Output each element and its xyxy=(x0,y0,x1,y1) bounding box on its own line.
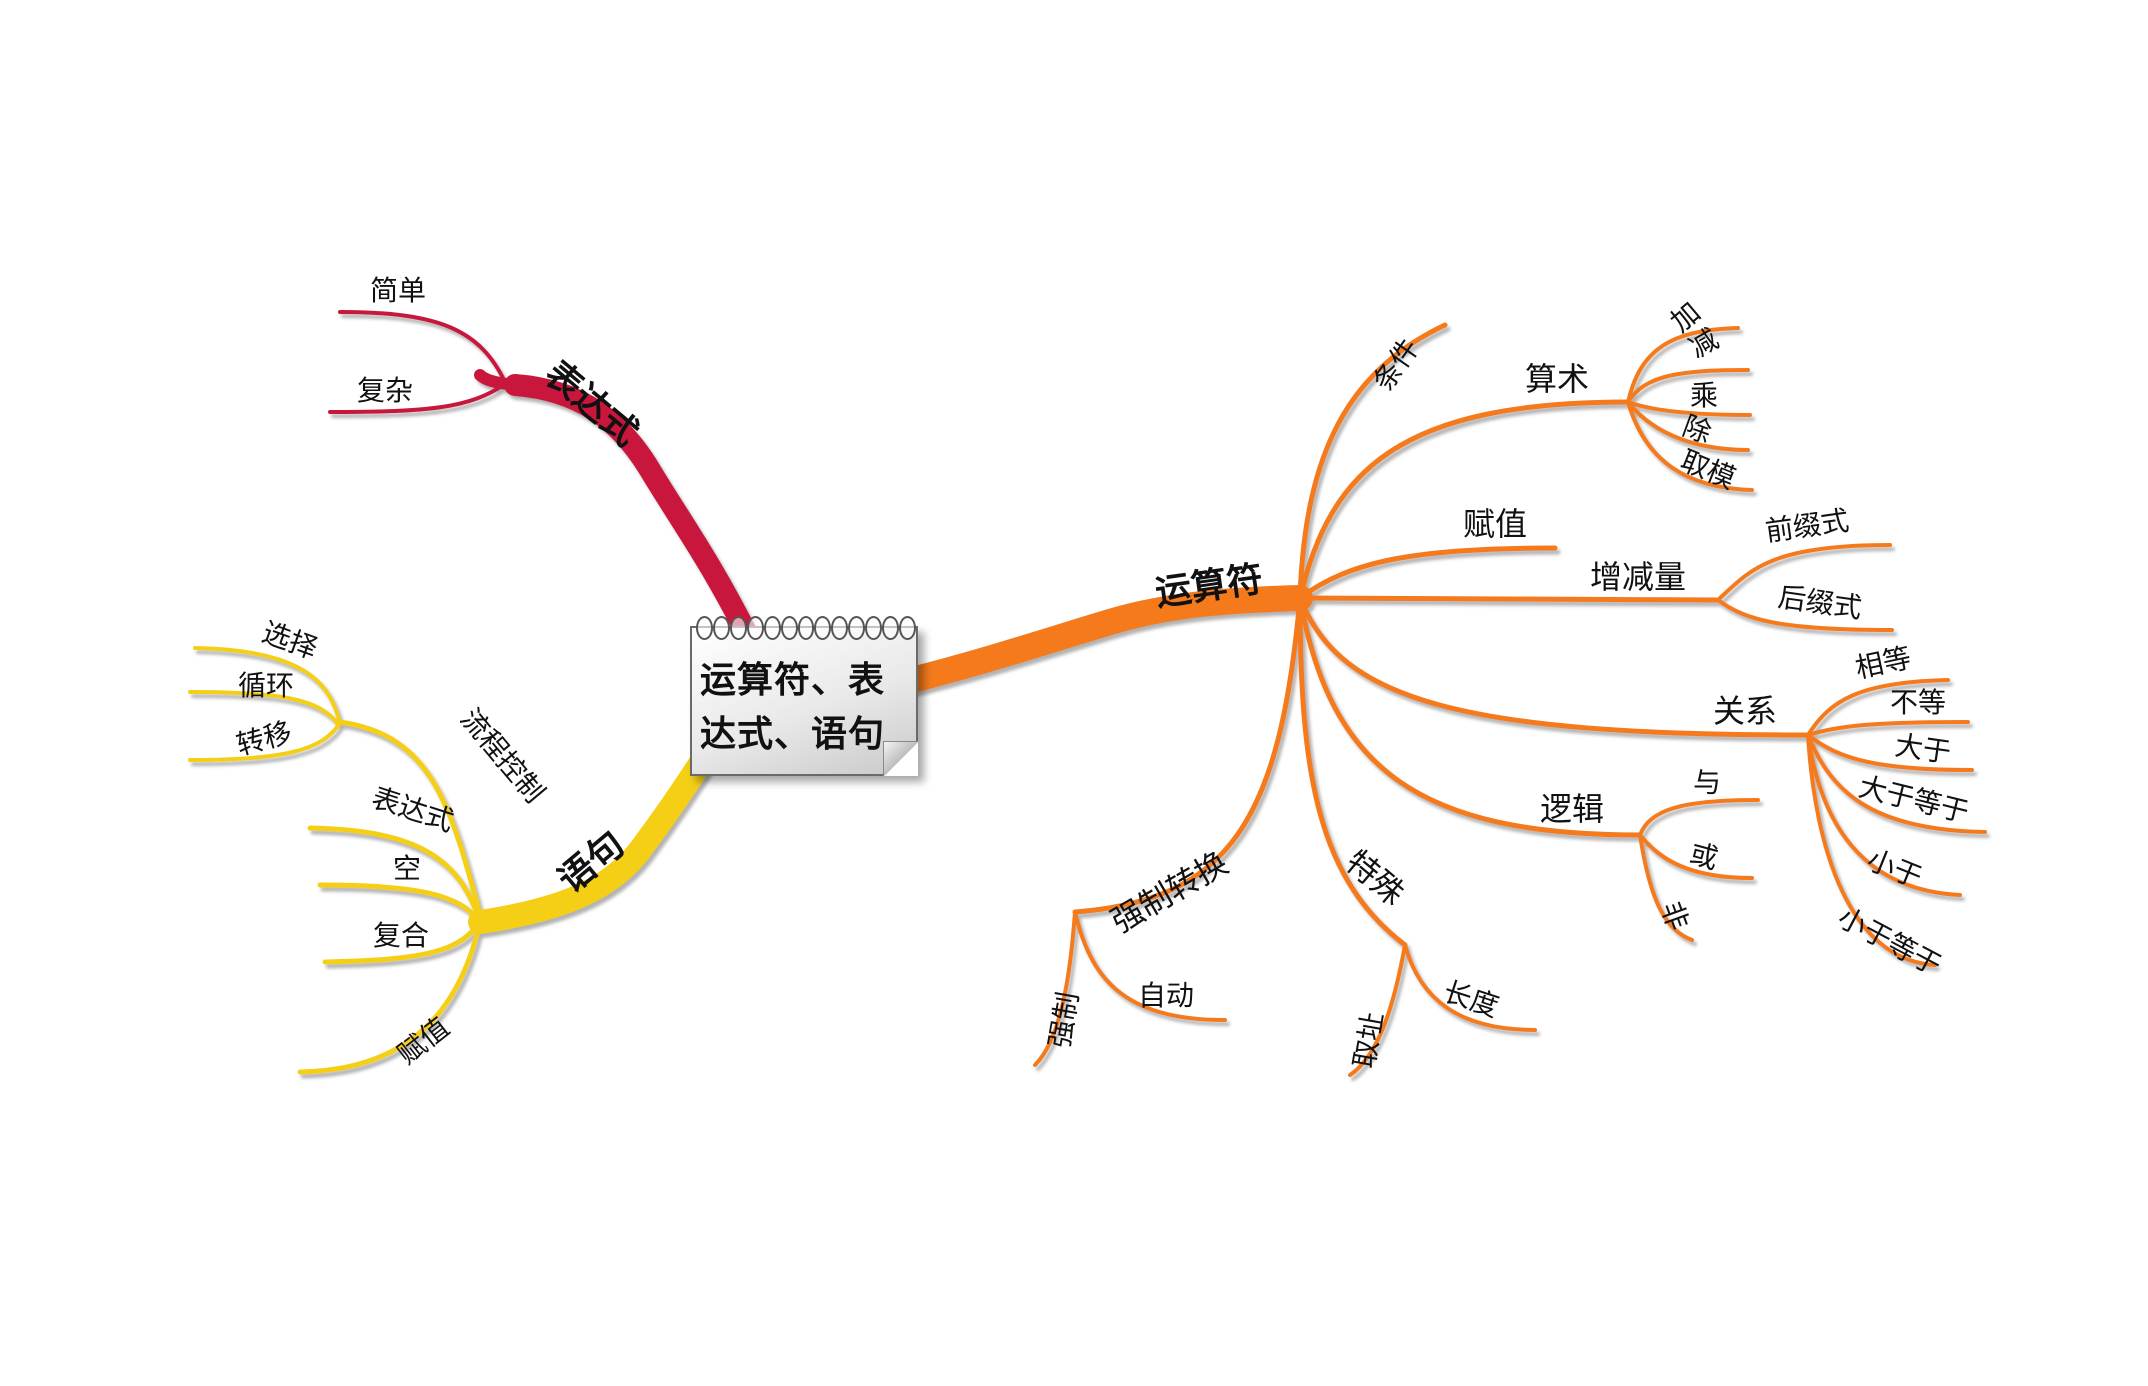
label-op-rel: 关系 xyxy=(1713,692,1777,730)
expr-edge-simple xyxy=(338,310,507,384)
label-cast-force: 强制 xyxy=(1043,990,1085,1051)
page-curl-icon xyxy=(883,741,918,776)
label-op-incdec: 增减量 xyxy=(1590,558,1686,596)
labels: 表达式 简单 复杂 语句 流程控制 选择 循环 转移 表达式 空 复合 赋值 运… xyxy=(233,274,1972,1071)
arith-edge-mul xyxy=(1626,400,1752,417)
stmt-trunk xyxy=(468,736,722,934)
arith-edge-mod xyxy=(1626,400,1754,492)
label-rel-eq: 相等 xyxy=(1852,641,1914,685)
label-logic-or: 或 xyxy=(1686,837,1722,876)
op-trunk xyxy=(899,585,1313,693)
label-arith-mul: 乘 xyxy=(1690,379,1718,412)
label-op-special: 特殊 xyxy=(1339,843,1412,913)
label-expression: 表达式 xyxy=(537,354,646,455)
branch-expression xyxy=(328,310,761,651)
flow-edge-transfer xyxy=(188,724,340,762)
op-edge-assign xyxy=(1297,545,1558,601)
flow-edge-loop xyxy=(188,690,340,726)
label-stmt-compound: 复合 xyxy=(373,919,429,952)
op-edge-incdec xyxy=(1297,595,1721,603)
label-special-len: 长度 xyxy=(1439,975,1502,1024)
label-cast-auto: 自动 xyxy=(1138,979,1194,1012)
label-op-cast: 强制转换 xyxy=(1104,844,1234,941)
label-expr-simple: 简单 xyxy=(370,274,426,307)
logic-edge-or xyxy=(1638,833,1754,880)
special-edge-addr xyxy=(1348,943,1407,1077)
rel-edge-ne xyxy=(1806,720,1970,737)
central-topic-card[interactable]: 运算符、表达式、语句 xyxy=(690,616,918,776)
central-topic-title: 运算符、表达式、语句 xyxy=(700,660,886,755)
op-edge-rel xyxy=(1297,595,1811,738)
label-expr-complex: 复杂 xyxy=(357,374,413,407)
label-rel-ge: 大于等于 xyxy=(1855,770,1972,829)
label-arith-mod: 取模 xyxy=(1676,444,1740,496)
stmt-edge-expr xyxy=(307,825,483,925)
label-flow-control: 流程控制 xyxy=(454,702,551,809)
label-op-arith: 算术 xyxy=(1525,360,1589,398)
label-flow-loop: 循环 xyxy=(238,669,294,702)
label-stmt-empty: 空 xyxy=(393,852,421,885)
label-stmt-expression: 表达式 xyxy=(368,781,458,838)
label-rel-lt: 小于 xyxy=(1862,843,1926,895)
spiral-binding xyxy=(696,616,916,640)
label-rel-le: 小于等于 xyxy=(1833,901,1947,983)
cast-edge-force xyxy=(1033,910,1077,1067)
label-op-assign: 赋值 xyxy=(1463,505,1527,543)
cast-edge-auto xyxy=(1073,910,1227,1022)
label-rel-ne: 不等 xyxy=(1890,686,1946,719)
rel-edge-lt xyxy=(1806,733,1962,897)
op-trunk-thin xyxy=(1106,593,1304,622)
arith-edge-add xyxy=(1626,326,1740,404)
label-logic-not: 非 xyxy=(1654,897,1695,935)
special-edge-len xyxy=(1403,943,1537,1032)
stmt-edge-empty xyxy=(317,882,483,925)
incdec-edge-prefix xyxy=(1716,543,1892,602)
arith-edge-sub xyxy=(1626,368,1750,404)
logic-edge-not xyxy=(1638,833,1694,942)
label-rel-gt: 大于 xyxy=(1893,729,1953,769)
expr-edge-complex xyxy=(328,382,507,414)
op-edge-logic xyxy=(1297,595,1643,838)
label-op-logic: 逻辑 xyxy=(1540,790,1604,828)
branch-statement xyxy=(188,646,722,1075)
label-special-addr: 取址 xyxy=(1348,1010,1390,1071)
stmt-edge-assign xyxy=(297,919,483,1075)
stmt-edge-compound xyxy=(322,919,483,965)
rel-edge-le xyxy=(1806,733,1937,967)
label-incdec-suffix: 后缀式 xyxy=(1776,580,1864,624)
rel-edge-eq xyxy=(1806,678,1950,737)
label-stmt-assign: 赋值 xyxy=(391,1010,455,1070)
op-edge-cond xyxy=(1297,322,1448,601)
label-incdec-prefix: 前缀式 xyxy=(1763,504,1851,548)
logic-edge-and xyxy=(1638,798,1760,837)
rel-edge-ge xyxy=(1806,733,1987,834)
label-logic-and: 与 xyxy=(1693,766,1721,799)
arith-edge-div xyxy=(1626,400,1750,452)
op-edge-special xyxy=(1297,595,1408,948)
rel-edge-gt xyxy=(1806,733,1974,772)
op-edge-cast xyxy=(1072,595,1303,915)
incdec-edge-suffix xyxy=(1716,598,1894,632)
stmt-edge-flow xyxy=(337,719,485,925)
expr-trunk-tip xyxy=(474,369,521,391)
op-edge-arith xyxy=(1297,399,1631,601)
branch-operator xyxy=(899,322,1987,1077)
flow-edge-select xyxy=(193,646,342,726)
expr-trunk xyxy=(504,374,761,651)
